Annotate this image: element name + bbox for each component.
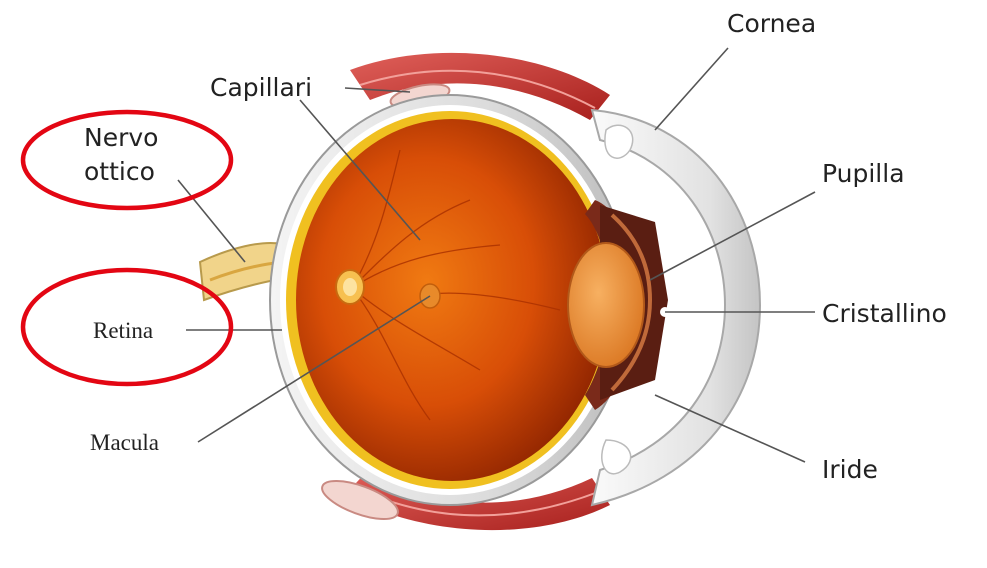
- label-nervo-line1: Nervo: [84, 123, 158, 152]
- label-macula: Macula: [90, 430, 159, 455]
- label-capillari: Capillari: [210, 73, 312, 102]
- optic-disc: [336, 270, 364, 304]
- leader-nervo: [178, 180, 245, 262]
- label-cristallino: Cristallino: [822, 299, 947, 328]
- label-nervo-line2: ottico: [84, 157, 155, 186]
- lens: [568, 243, 644, 367]
- label-retina: Retina: [93, 318, 153, 343]
- label-pupilla: Pupilla: [822, 159, 905, 188]
- label-cornea: Cornea: [727, 9, 816, 38]
- label-iride: Iride: [822, 455, 878, 484]
- leader-cornea: [655, 48, 728, 130]
